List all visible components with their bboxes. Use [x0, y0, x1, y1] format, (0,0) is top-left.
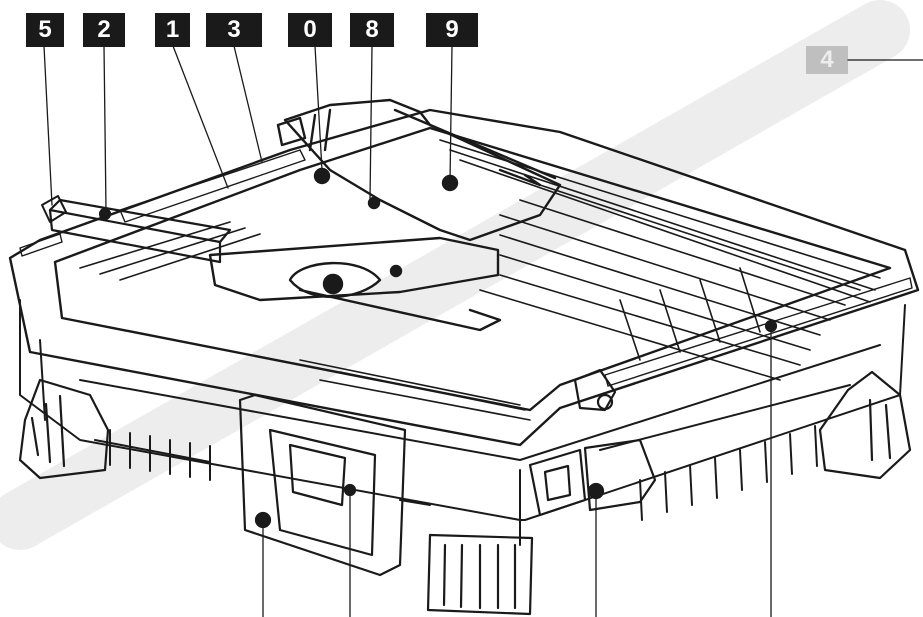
callout-8: 8 [350, 13, 394, 47]
fence-lock-right [573, 319, 778, 412]
right-foot [818, 370, 912, 480]
table-top [8, 108, 920, 447]
blade-guard [276, 98, 562, 242]
callout-0: 0 [288, 13, 332, 47]
front-foot [426, 533, 534, 616]
callout-2: 2 [83, 13, 125, 47]
rip-fence [48, 198, 232, 264]
power-switch [528, 438, 657, 517]
callout-9: 9 [426, 13, 478, 47]
ruler-right [604, 277, 913, 387]
ruler-left [19, 149, 306, 257]
left-foot [18, 378, 110, 480]
callout-5: 5 [26, 13, 64, 47]
callout-3: 3 [206, 13, 262, 47]
water-pump-housing [238, 393, 407, 577]
miter-guide [208, 236, 502, 332]
fence-knob [41, 195, 67, 223]
callout-1: 1 [155, 13, 190, 47]
watermark [0, 0, 910, 550]
